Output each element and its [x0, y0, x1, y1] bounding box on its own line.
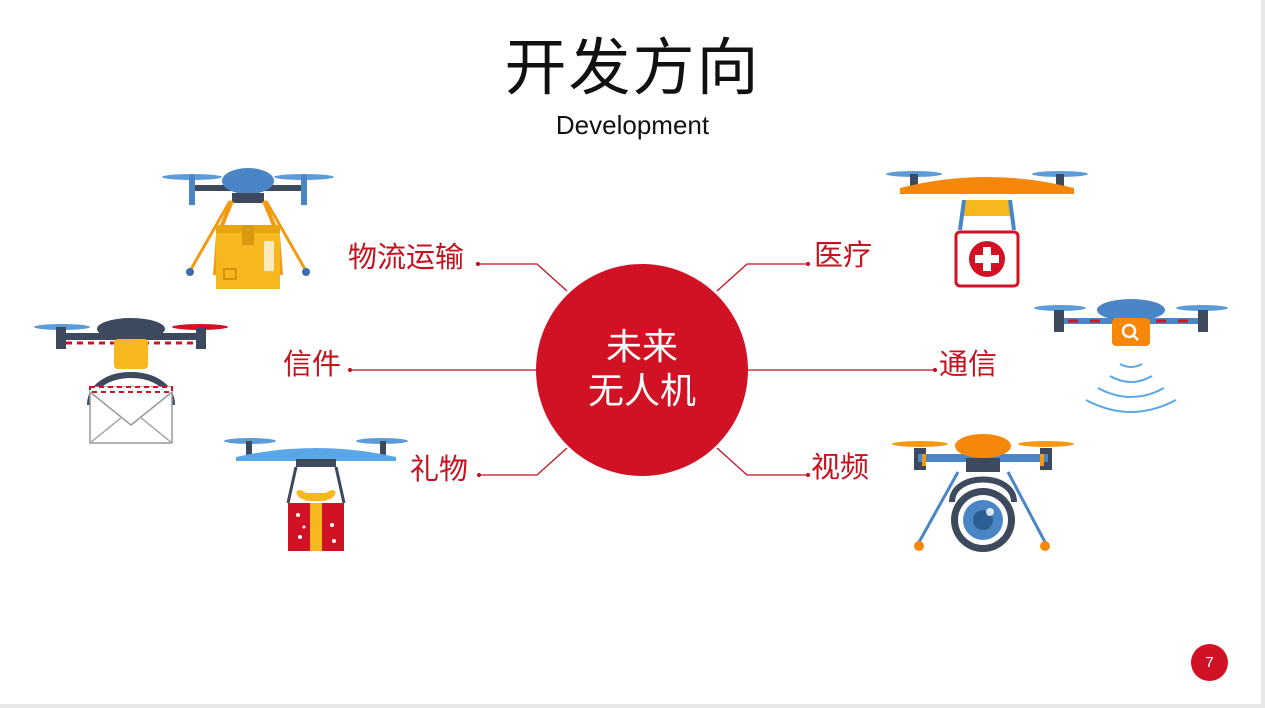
- branch-label-gifts: 礼物: [410, 452, 469, 486]
- branch-label-medical: 医疗: [814, 238, 873, 272]
- connector-medical: [716, 261, 811, 292]
- center-node: 未来 无人机: [536, 264, 748, 476]
- mail-drone-icon: [34, 318, 228, 444]
- slide-subtitle: Development: [555, 110, 710, 140]
- slide-edge-bottom: [0, 704, 1265, 708]
- branch-label-communication: 通信: [939, 347, 998, 381]
- connector-logistics: [475, 261, 568, 292]
- slide-edge-right: [1261, 0, 1265, 708]
- branch-label-logistics: 物流运输: [348, 240, 465, 274]
- medical-drone-icon: [886, 171, 1088, 288]
- wifi-drone-icon: [1034, 299, 1228, 413]
- gift-drone-icon: [224, 438, 408, 551]
- center-node-line2: 无人机: [587, 371, 696, 412]
- connector-video: [716, 447, 811, 478]
- branch-label-video: 视频: [811, 450, 870, 484]
- camera-drone-icon: [892, 434, 1074, 552]
- delivery-drone-icon: [162, 168, 334, 289]
- connector-gifts: [476, 447, 568, 478]
- center-node-line1: 未来: [605, 327, 678, 368]
- branch-label-letters: 信件: [283, 347, 342, 381]
- slide-title: 开发方向: [504, 31, 761, 104]
- page-number-badge: 7: [1191, 644, 1228, 681]
